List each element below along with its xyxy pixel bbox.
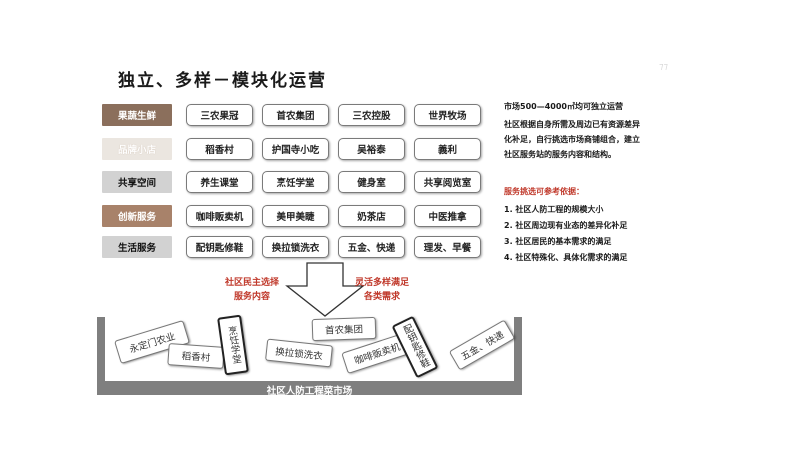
info-headline: 市场500—4000㎡均可独立运营	[504, 102, 623, 111]
item-box: 理发、早餐	[414, 236, 481, 258]
down-arrow-icon	[285, 262, 365, 317]
item-box: 护国寺小吃	[262, 138, 329, 160]
criteria-item: 4. 社区特殊化、具体化需求的满足	[504, 253, 628, 262]
basin-label: 社区人防工程菜市场	[266, 386, 353, 397]
item-box: 首农集团	[262, 104, 329, 126]
item-box: 義利	[414, 138, 481, 160]
arrow-left-line: 社区民主选择	[224, 278, 279, 288]
arrow-right-line: 各类需求	[363, 292, 400, 302]
basin-item: 首农集团	[311, 316, 377, 342]
basin-item: 稻香村	[167, 343, 225, 369]
item-box: 共享阅览室	[414, 171, 481, 193]
item-box: 美甲美睫	[262, 205, 329, 227]
market-basin	[97, 317, 522, 395]
item-box: 三农果冠	[186, 104, 253, 126]
item-box: 稻香村	[186, 138, 253, 160]
item-box: 奶茶店	[338, 205, 405, 227]
info-para-line: 社区根据自身所需及周边已有资源差异	[504, 120, 640, 129]
arrow-right-label: 灵活多样满足 各类需求	[344, 276, 420, 304]
criteria-item: 2. 社区周边现有业态的差异化补足	[504, 221, 628, 230]
arrow-left-line: 服务内容	[233, 292, 270, 302]
criteria-item: 1. 社区人防工程的规模大小	[504, 205, 604, 214]
page-title: 独立、多样－模块化运营	[118, 71, 327, 91]
item-box: 养生课堂	[186, 171, 253, 193]
category-label-2: 共享空间	[102, 171, 172, 193]
corner-mark: ⁊⁊	[659, 62, 668, 72]
item-box: 咖啡贩卖机	[186, 205, 253, 227]
item-box: 吴裕泰	[338, 138, 405, 160]
arrow-left-label: 社区民主选择 服务内容	[216, 276, 288, 304]
category-label-4: 生活服务	[102, 236, 172, 258]
item-box: 五金、快递	[338, 236, 405, 258]
item-box: 烹饪学堂	[262, 171, 329, 193]
info-para-line: 社区服务站的服务内容和结构。	[504, 150, 616, 159]
info-para-line: 化补足，自行挑选市场商铺组合，建立	[504, 135, 640, 144]
criteria-title: 服务挑选可参考依据：	[504, 187, 584, 196]
category-label-3: 创新服务	[102, 205, 172, 227]
category-label-0: 果蔬生鲜	[102, 104, 172, 126]
criteria-item: 3. 社区居民的基本需求的满足	[504, 237, 612, 246]
arrow-right-line: 灵活多样满足	[354, 278, 409, 288]
category-label-1: 品牌小店	[102, 138, 172, 160]
item-box: 配钥匙修鞋	[186, 236, 253, 258]
item-box: 健身室	[338, 171, 405, 193]
item-box: 中医推拿	[414, 205, 481, 227]
item-box: 三农控股	[338, 104, 405, 126]
item-box: 世界牧场	[414, 104, 481, 126]
item-box: 换拉锁洗衣	[262, 236, 329, 258]
